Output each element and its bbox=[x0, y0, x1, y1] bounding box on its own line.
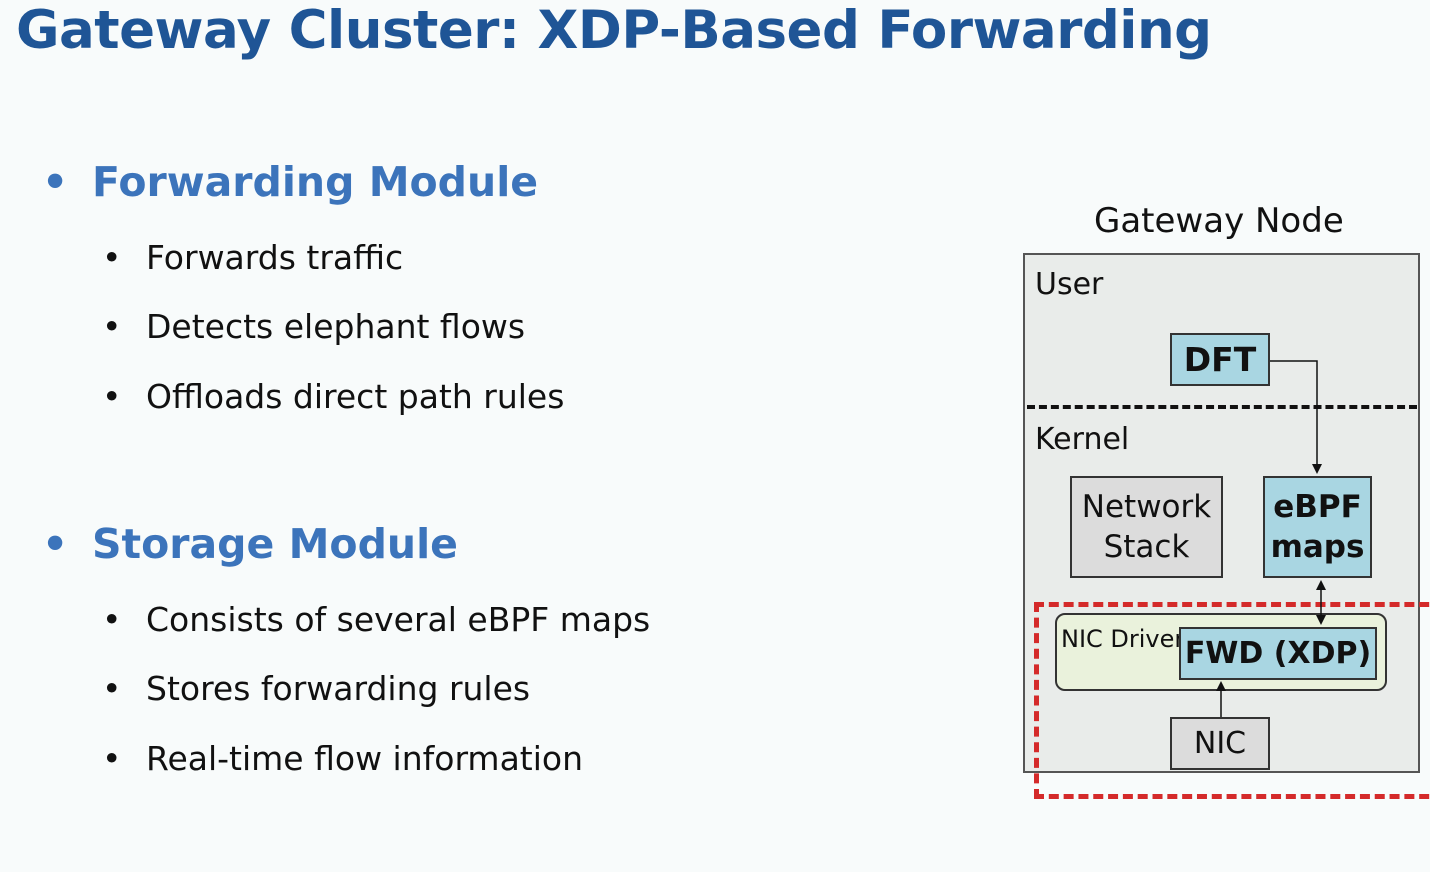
fwd-xdp-label: FWD (XDP) bbox=[1184, 636, 1372, 671]
ebpf-maps-label-line2: maps bbox=[1270, 529, 1365, 565]
section-bullet: • bbox=[42, 520, 69, 568]
section-heading: Forwarding Module bbox=[92, 158, 539, 206]
item-bullet: • bbox=[102, 238, 122, 277]
ebpf-maps-label-line1: eBPF bbox=[1273, 489, 1362, 525]
dft-label: DFT bbox=[1183, 340, 1257, 379]
item-bullet: • bbox=[102, 377, 122, 416]
network-stack-label-line2: Stack bbox=[1103, 529, 1190, 565]
page-title: Gateway Cluster: XDP-Based Forwarding bbox=[16, 0, 1212, 61]
kernel-space-label: Kernel bbox=[1035, 422, 1130, 457]
xdp-highlight-region bbox=[1034, 602, 1430, 799]
section-bullet: • bbox=[42, 158, 69, 206]
item-label: Consists of several eBPF maps bbox=[146, 600, 651, 639]
item-label: Offloads direct path rules bbox=[146, 377, 565, 416]
item-label: Detects elephant flows bbox=[146, 307, 526, 346]
item-bullet: • bbox=[102, 307, 122, 346]
section-heading: Storage Module bbox=[92, 520, 458, 568]
item-bullet: • bbox=[102, 669, 122, 708]
nic-box: NIC bbox=[1170, 717, 1270, 770]
item-bullet: • bbox=[102, 739, 122, 778]
dft-to-ebpf-arrow bbox=[1270, 360, 1322, 474]
nic-label: NIC bbox=[1193, 726, 1247, 761]
item-bullet: • bbox=[102, 600, 122, 639]
item-label: Real-time flow information bbox=[146, 739, 584, 778]
item-label: Stores forwarding rules bbox=[146, 669, 531, 708]
item-label: Forwards traffic bbox=[146, 238, 404, 277]
network-stack-label-line1: Network bbox=[1081, 489, 1212, 525]
network-stack-box: Network Stack bbox=[1070, 476, 1223, 578]
user-space-label: User bbox=[1035, 267, 1104, 302]
diagram-title: Gateway Node bbox=[1094, 201, 1344, 241]
dft-box: DFT bbox=[1170, 333, 1270, 386]
fwd-xdp-box: FWD (XDP) bbox=[1179, 627, 1377, 680]
nic-driver-label: NIC Driver bbox=[1061, 625, 1185, 653]
user-kernel-divider bbox=[1027, 405, 1417, 409]
ebpf-maps-box: eBPF maps bbox=[1263, 476, 1372, 578]
